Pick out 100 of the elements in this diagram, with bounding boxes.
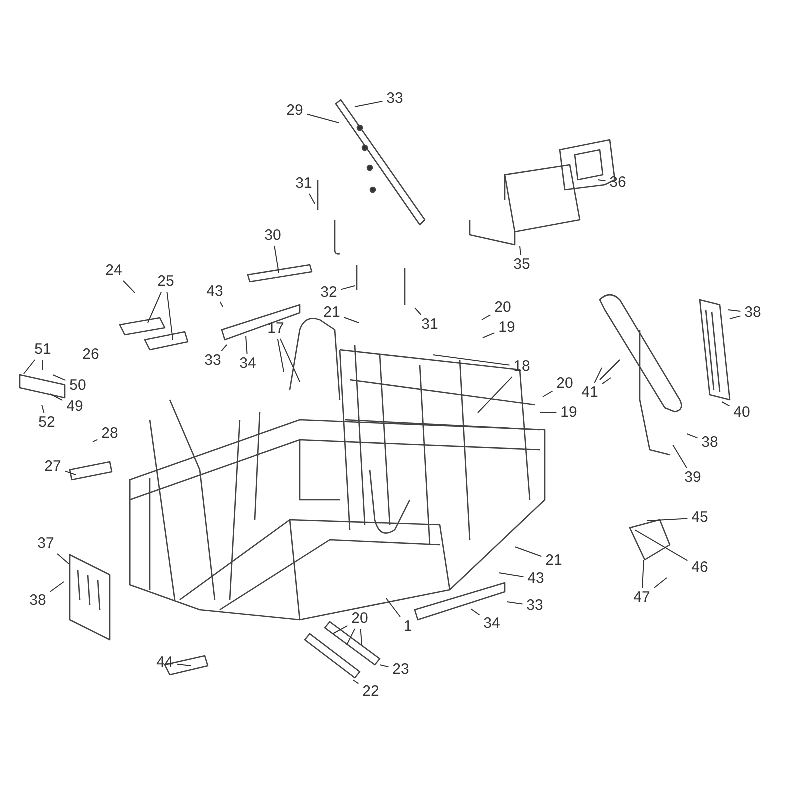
- leader-line: [176, 664, 192, 666]
- leader-line: [634, 530, 688, 562]
- leader-line: [92, 439, 98, 442]
- leader-line: [50, 582, 64, 592]
- callout-number: 36: [610, 175, 626, 191]
- leader-line: [498, 572, 524, 578]
- leader-line: [478, 376, 513, 414]
- callout-number: 49: [66, 399, 84, 415]
- leader-line: [166, 292, 174, 340]
- leader-line: [482, 314, 492, 320]
- callout-number: 29: [286, 103, 304, 119]
- callout-number: 33: [526, 598, 544, 614]
- callout-number: 1: [404, 619, 412, 635]
- leader-line: [360, 628, 362, 646]
- leader-line: [50, 394, 64, 402]
- leader-line: [722, 402, 730, 407]
- callout-number: 38: [744, 305, 762, 321]
- leader-line: [470, 608, 480, 616]
- callout-number: 30: [264, 228, 282, 244]
- callout-number: 21: [324, 305, 340, 321]
- leader-line: [354, 101, 384, 108]
- leader-line: [594, 368, 602, 384]
- leader-line: [386, 598, 401, 618]
- callout-number: 52: [38, 415, 56, 431]
- leader-line: [344, 317, 360, 324]
- leader-line: [380, 664, 390, 668]
- leader-line: [346, 628, 356, 646]
- leader-line: [482, 332, 496, 338]
- leader-line: [540, 412, 558, 414]
- callout-number: 31: [422, 317, 438, 333]
- leader-line: [277, 338, 284, 372]
- leader-line: [598, 180, 606, 182]
- leader-line: [42, 360, 44, 370]
- leader-line: [646, 518, 688, 522]
- callout-number: 44: [156, 655, 174, 671]
- leader-line: [686, 434, 698, 439]
- leader-line: [220, 302, 224, 308]
- callout-number: 38: [30, 593, 46, 609]
- leader-line: [654, 578, 668, 589]
- leader-line: [42, 404, 45, 414]
- leader-line: [246, 336, 248, 354]
- callout-number: 40: [734, 405, 750, 421]
- leader-line: [728, 310, 742, 312]
- leader-line: [148, 292, 162, 324]
- callout-number: 39: [684, 470, 702, 486]
- callout-number: 18: [514, 359, 530, 375]
- callout-number: 23: [392, 662, 410, 678]
- callout-number: 25: [158, 274, 174, 290]
- callout-number: 17: [268, 321, 284, 337]
- leader-line: [340, 286, 356, 290]
- callout-number: 38: [702, 435, 718, 451]
- callout-number: 47: [634, 590, 650, 606]
- callout-number: 21: [546, 553, 562, 569]
- callout-number: 43: [528, 571, 544, 587]
- callout-number: 27: [44, 459, 62, 475]
- leader-line: [352, 680, 360, 684]
- callout-number: 46: [692, 560, 708, 576]
- callout-number: 19: [498, 320, 516, 336]
- callout-number: 32: [320, 285, 338, 301]
- leader-line: [280, 338, 300, 382]
- leader-line: [309, 194, 316, 204]
- callout-number: 50: [70, 378, 86, 394]
- callout-number: 31: [296, 176, 312, 192]
- callout-number: 37: [38, 536, 54, 552]
- callout-number: 34: [484, 616, 500, 632]
- callout-number: 33: [386, 91, 404, 107]
- leader-line: [506, 602, 524, 605]
- leader-line: [64, 470, 76, 476]
- callout-number: 22: [362, 684, 380, 700]
- callout-number: 43: [206, 284, 224, 300]
- callout-number: 26: [82, 347, 100, 363]
- leader-line: [432, 354, 510, 366]
- leader-line: [514, 546, 542, 558]
- leader-line: [642, 560, 644, 588]
- leader-line: [52, 374, 66, 382]
- leader-line: [602, 378, 612, 385]
- callout-number: 41: [582, 385, 598, 401]
- callout-number: 51: [34, 342, 52, 358]
- callout-number: 20: [352, 611, 368, 627]
- leader-line: [123, 280, 136, 294]
- callout-number: 35: [514, 257, 530, 273]
- leader-line: [221, 344, 228, 352]
- callout-number: 20: [556, 376, 574, 392]
- leader-line: [274, 246, 280, 274]
- callout-number: 20: [494, 300, 512, 316]
- callout-number: 34: [240, 356, 256, 372]
- leader-line: [332, 625, 348, 634]
- leader-line: [542, 390, 554, 398]
- callout-number: 24: [106, 263, 122, 279]
- leader-line: [730, 316, 742, 320]
- callout-number: 33: [204, 353, 222, 369]
- leader-line: [520, 246, 522, 256]
- leader-line: [306, 114, 340, 124]
- callout-number: 45: [692, 510, 708, 526]
- leader-line: [672, 444, 688, 468]
- callout-number: 19: [560, 405, 578, 421]
- callout-number: 28: [102, 426, 118, 442]
- leader-line: [24, 360, 36, 374]
- leader-line: [414, 308, 422, 316]
- leader-line: [57, 554, 70, 564]
